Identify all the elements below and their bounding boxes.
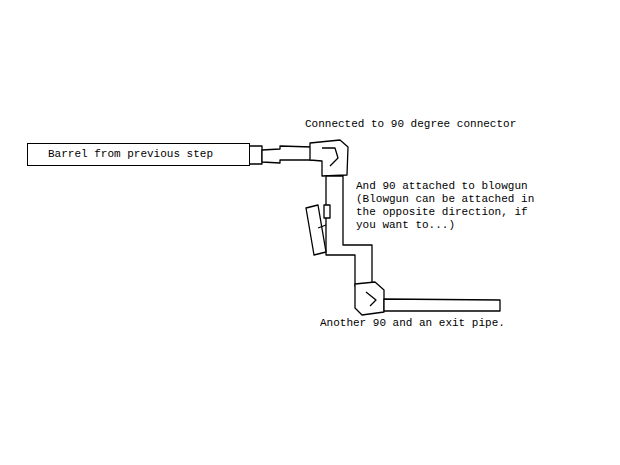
short-pipe [262,146,312,163]
coupling-stub [250,146,262,164]
barrel-box: Barrel from previous step [27,143,250,166]
annotation-note: And 90 attached to blowgun (Blowgun can … [356,180,546,232]
bottom-elbow [355,282,384,315]
box-label: Barrel from previous step [48,148,213,161]
blowgun-trigger [324,205,330,218]
annotation-note: Connected to 90 degree connector [305,118,565,131]
blowgun-handle [306,205,326,255]
exit-pipe [384,299,500,311]
handle-line [318,225,326,228]
annotation-note: Another 90 and an exit pipe. [320,317,550,330]
top-elbow [310,140,348,176]
elbow-detail [322,148,338,166]
elbow-detail [366,292,376,306]
